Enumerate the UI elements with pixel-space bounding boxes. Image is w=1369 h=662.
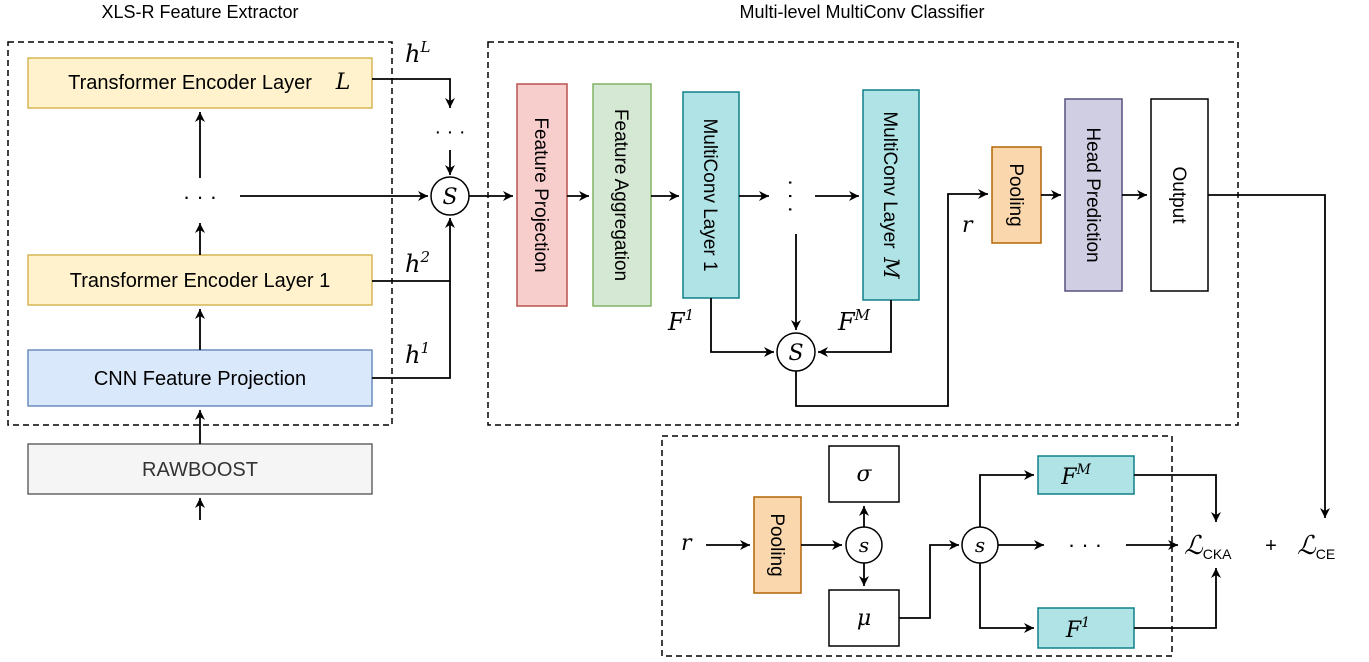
loss-ellipsis: · · · xyxy=(1068,532,1102,557)
sigma-block xyxy=(828,445,900,503)
multiconv-layer-M-block xyxy=(862,89,920,301)
loss-r-label: r xyxy=(681,531,693,556)
h-ellipsis: · · · xyxy=(434,121,465,143)
arrow-s2-to-FM xyxy=(979,470,1034,527)
classifier-group xyxy=(487,41,1239,426)
loss-FM-block xyxy=(1037,455,1135,495)
h2-label: h2 xyxy=(405,248,430,278)
loss-F1-label: F1 xyxy=(1065,615,1090,643)
output-label: Output xyxy=(1168,166,1189,224)
arrow-s2-to-F1 xyxy=(979,563,1034,633)
extractor-group xyxy=(7,41,393,426)
feature-projection-block xyxy=(516,83,568,307)
sigma-label: σ xyxy=(856,462,872,487)
loss-pooling-block xyxy=(753,496,802,594)
FM-label: FM xyxy=(837,306,871,336)
arrow-output-to-ce xyxy=(1208,194,1330,518)
sum-node-layers-label: S xyxy=(442,185,457,210)
mu-block xyxy=(828,589,900,647)
loss-FM-label: FM xyxy=(1060,462,1091,490)
F1-label: F1 xyxy=(667,306,694,336)
arrow-hL xyxy=(372,78,455,108)
arrow-FM-to-cka xyxy=(1134,474,1221,522)
multiconv-layer-1-label: MultiConv Layer 1 xyxy=(699,118,720,271)
arrow-h1 xyxy=(372,281,451,379)
multiconv-layer-M-label: MultiConv Layer xyxy=(879,111,900,249)
multiconv-layer-M-var: M xyxy=(879,256,903,279)
hL-label: hL xyxy=(405,38,430,68)
transformer-layer-1-label: Transformer Encoder Layer 1 xyxy=(70,270,330,292)
classifier-title: Multi-level MultiConv Classifier xyxy=(739,2,984,22)
loss-cka-label: ℒCKA xyxy=(1184,531,1232,562)
pooling-label: Pooling xyxy=(1005,163,1026,226)
audio-waveform xyxy=(91,549,309,643)
arrow-FM-to-S xyxy=(818,300,892,357)
arrow-S2-to-pooling xyxy=(795,189,988,407)
extractor-title: XLS-R Feature Extractor xyxy=(101,2,298,22)
loss-F1-block xyxy=(1037,607,1135,649)
arrow-F1-to-cka xyxy=(1134,568,1221,629)
multiconv-ellipsis: · · · xyxy=(779,179,804,213)
rawboost-label: RAWBOOST xyxy=(142,459,258,481)
arrow-F1-to-S xyxy=(710,298,774,357)
cnn-projection-label: CNN Feature Projection xyxy=(94,368,306,390)
loss-pooling-label: Pooling xyxy=(766,513,787,576)
head-prediction-label: Head Prediction xyxy=(1082,127,1103,262)
arrow-mu-to-s2 xyxy=(899,540,959,619)
feature-aggregation-block xyxy=(592,83,652,307)
transformer-layer-L-block xyxy=(27,57,373,109)
loss-plus: + xyxy=(1265,535,1277,557)
feature-projection-label: Feature Projection xyxy=(530,117,551,272)
mu-label: μ xyxy=(857,606,871,631)
extractor-ellipsis: · · · xyxy=(183,184,217,209)
loss-ce-label: ℒCE xyxy=(1297,531,1335,562)
h1-label: h1 xyxy=(405,339,430,369)
sum-node-multiconv-label: S xyxy=(788,341,803,366)
split-node-stats-label: s xyxy=(859,533,869,557)
transformer-layer-1-block xyxy=(27,254,373,306)
transformer-layer-L-label: Transformer Encoder Layer xyxy=(68,72,312,94)
transformer-layer-L-var: L xyxy=(335,70,351,95)
split-node-targets-label: s xyxy=(975,533,985,557)
feature-aggregation-label: Feature Aggregation xyxy=(610,109,631,281)
r-label: r xyxy=(962,213,974,238)
cnn-projection-block xyxy=(27,349,373,407)
